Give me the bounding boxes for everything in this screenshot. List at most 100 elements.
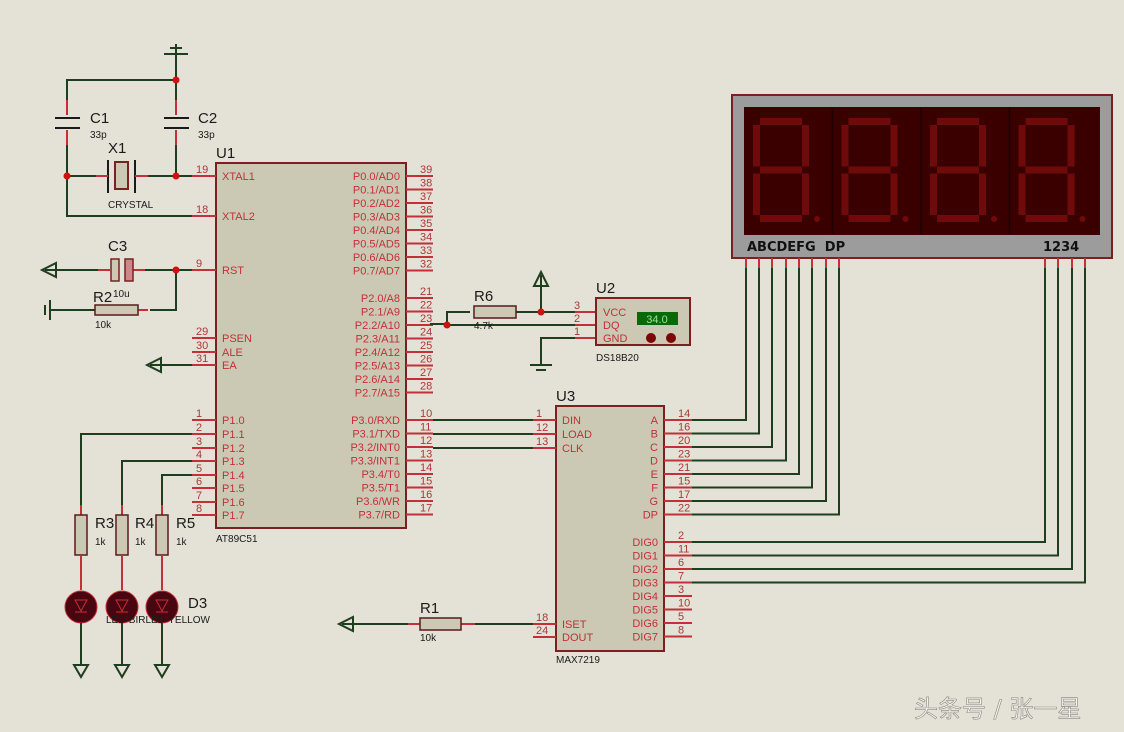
u1-pin-number: 39 <box>420 164 432 176</box>
u1-pin-number: 23 <box>420 313 432 325</box>
seven-seg-digit <box>930 118 997 222</box>
u1-pin-number: 11 <box>420 422 431 434</box>
capacitor-c1[interactable] <box>55 117 80 129</box>
x1-value: CRYSTAL <box>108 200 154 211</box>
u3-pin-number: 1 <box>536 408 542 420</box>
u1-pin-name: P3.5/T1 <box>361 483 400 495</box>
segment-pins-label: ABCDEFG DP <box>747 240 845 255</box>
u3-pin-number: 18 <box>536 612 548 624</box>
u1-pin-name: XTAL2 <box>222 211 255 223</box>
c1-ref: C1 <box>90 110 109 127</box>
resistor[interactable] <box>115 514 129 556</box>
u2-pin-num: 3 <box>574 300 580 312</box>
r3-value: 1k <box>95 537 107 548</box>
u1-pin-number: 4 <box>196 449 202 461</box>
u3-pin-number: 13 <box>536 436 548 448</box>
u3-pin-name: D <box>650 456 658 468</box>
u2-pin-name: VCC <box>603 307 626 319</box>
u1-pin-number: 15 <box>420 476 432 488</box>
u1-pin-name: P1.3 <box>222 456 245 468</box>
c3-ref: C3 <box>108 238 127 255</box>
resistor[interactable] <box>74 514 88 556</box>
u3-pin-number: 7 <box>678 571 684 583</box>
u1-pin-number: 8 <box>196 503 202 515</box>
u3-pin-name: F <box>651 483 658 495</box>
crystal-x1[interactable] <box>96 160 148 193</box>
u1-pin-name: P0.1/AD1 <box>353 185 400 197</box>
d3-ref: D3 <box>188 595 207 612</box>
u3-pin-number: 16 <box>678 422 690 434</box>
u3-pin-name: ISET <box>562 619 587 631</box>
led-icon[interactable] <box>64 590 98 624</box>
onewire-wires <box>430 269 596 371</box>
c2-ref: C2 <box>198 110 217 127</box>
u3-pin-number: 14 <box>678 408 690 420</box>
u3-pin-name: CLK <box>562 443 584 455</box>
resistor[interactable] <box>155 514 169 556</box>
capacitor-c3[interactable] <box>110 258 134 282</box>
u1-pin-name: P0.3/AD3 <box>353 212 400 224</box>
u3-pin-name: DIG0 <box>632 537 658 549</box>
u1-pin-number: 22 <box>420 300 432 312</box>
u1-pin-name: P3.7/RD <box>358 510 400 522</box>
resistor-r1[interactable] <box>419 617 462 631</box>
temp-down-button[interactable] <box>646 333 656 343</box>
segment-wire <box>692 268 760 435</box>
u1-pin-name: P3.1/TXD <box>352 429 400 441</box>
u1-ref: U1 <box>216 145 235 162</box>
u3-pin-name: DP <box>643 510 658 522</box>
u1-pin-number: 10 <box>420 408 432 420</box>
u1-pin-number: 19 <box>196 164 208 176</box>
resistor-r6[interactable] <box>473 305 517 319</box>
u3-pin-number: 5 <box>678 611 684 623</box>
u1-pin-number: 18 <box>196 204 208 216</box>
u3-pin-name: DIN <box>562 415 581 427</box>
u3-pin-number: 3 <box>678 584 684 596</box>
junction <box>172 172 180 180</box>
seven-seg-digit <box>841 118 909 222</box>
led-branches <box>64 505 179 679</box>
segment-wire <box>692 268 773 448</box>
u3-pin-name: E <box>651 469 658 481</box>
led-overlap-label: LED-BIRLED-YELLOW <box>106 615 210 626</box>
digit-wire <box>692 268 1073 570</box>
u1-pin-number: 32 <box>420 259 432 271</box>
watermark: 头条号 / 张一星 <box>914 695 1081 723</box>
u1-pin-name: P2.5/A13 <box>355 361 400 373</box>
u3-right-pins: 14A16B20C23D21E15F17G22DP2DIG011DIG16DIG… <box>632 408 692 644</box>
x1-ref: X1 <box>108 140 126 157</box>
u1-body[interactable] <box>215 162 407 529</box>
u3-pin-number: 17 <box>678 489 690 501</box>
u3-ref: U3 <box>556 388 575 405</box>
temp-up-button[interactable] <box>666 333 676 343</box>
capacitor-c2[interactable] <box>164 117 189 129</box>
display-digits <box>753 108 1086 234</box>
r1-value: 10k <box>420 633 437 644</box>
u1-pin-number: 17 <box>420 503 432 515</box>
reset-network <box>39 261 200 320</box>
u3-pin-number: 6 <box>678 557 684 569</box>
digit-wire <box>692 268 1059 557</box>
u3-pin-name: C <box>650 442 658 454</box>
u1-pin-number: 25 <box>420 340 432 352</box>
u1-pin-name: P0.0/AD0 <box>353 171 400 183</box>
u3-body[interactable] <box>555 405 665 652</box>
u1-pin-number: 13 <box>420 449 432 461</box>
u3-pin-number: 10 <box>678 598 690 610</box>
u1-pin-name: P3.6/WR <box>356 496 400 508</box>
c2-value: 33p <box>198 130 215 141</box>
u1-pin-number: 35 <box>420 218 432 230</box>
ground-icon <box>153 664 171 679</box>
u1-right-pins: 39P0.0/AD038P0.1/AD137P0.2/AD236P0.3/AD3… <box>350 164 433 522</box>
u2-pin-num: 2 <box>574 313 580 325</box>
u3-pin-number: 23 <box>678 449 690 461</box>
u3-pin-number: 21 <box>678 462 690 474</box>
u1-left-pins: 19XTAL118XTAL29RST29PSEN30ALE31EA1P1.02P… <box>192 164 255 522</box>
resistor-r2[interactable] <box>94 304 139 316</box>
u1-pin-number: 9 <box>196 258 202 270</box>
u1-pin-name: P0.2/AD2 <box>353 198 400 210</box>
segment-wire <box>692 268 813 489</box>
seven-seg-digit <box>753 118 820 222</box>
